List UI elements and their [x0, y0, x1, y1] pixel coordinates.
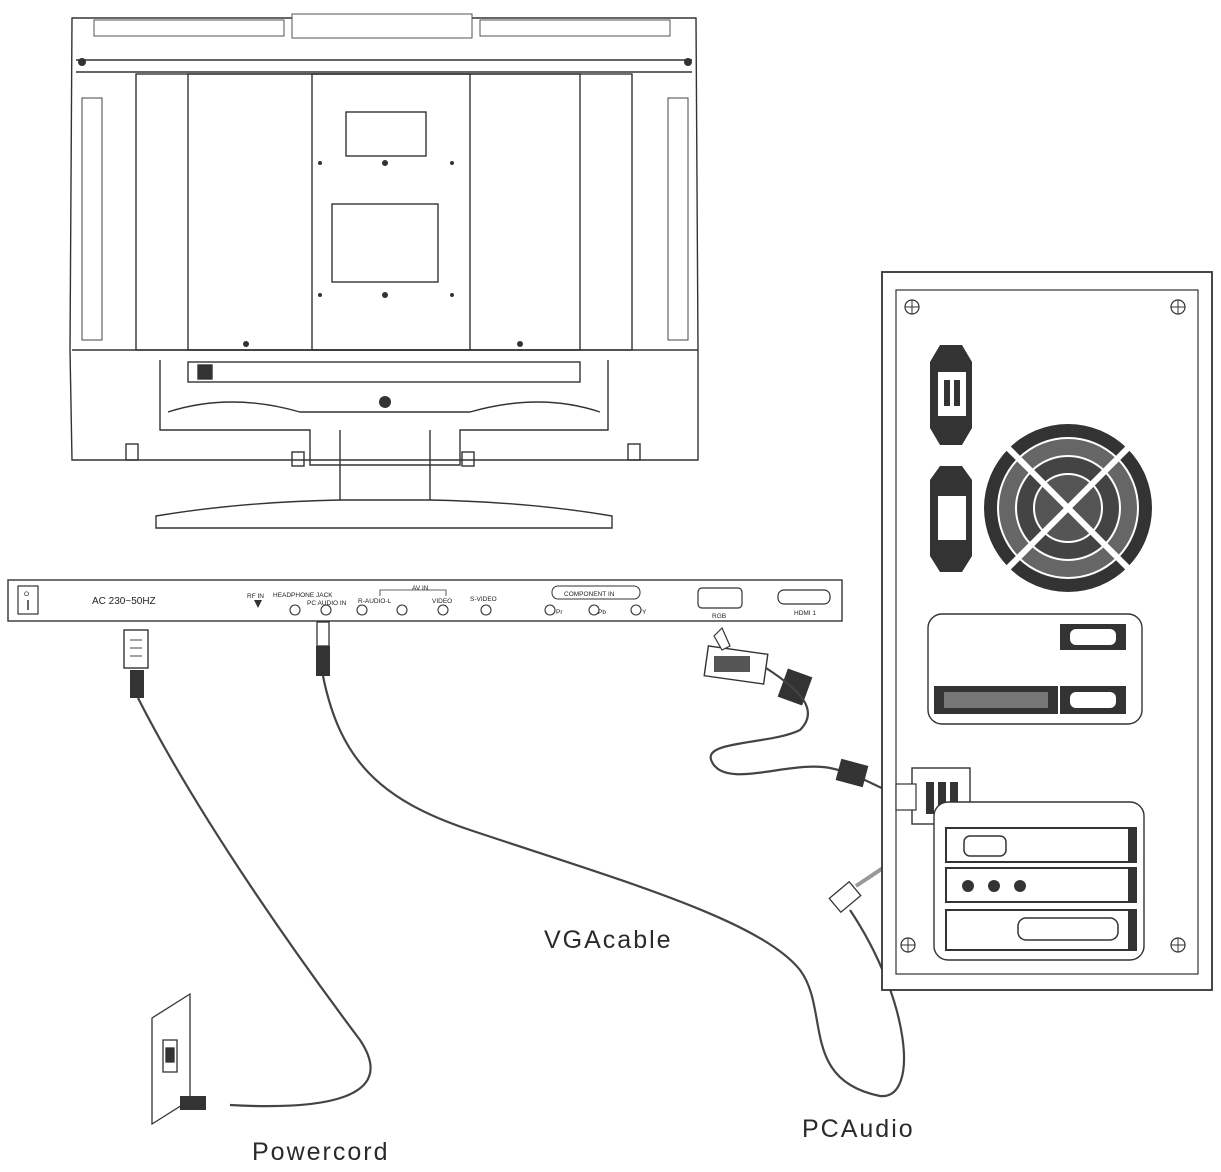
headphone-jack-label: HEADPHONE JACK [273, 592, 333, 599]
hdmi-port [777, 589, 831, 605]
y-label: Y [642, 609, 647, 616]
audio-r-port [356, 604, 368, 616]
av-in-label: AV IN [412, 585, 429, 592]
rf-in-label: RF IN [247, 593, 264, 600]
s-video-label: S-VIDEO [470, 596, 497, 603]
pb-label: Pb [598, 609, 606, 616]
vga-cable [703, 626, 901, 797]
rgb-port [697, 587, 743, 609]
video-label: VIDEO [432, 598, 452, 605]
psu-fan [984, 424, 1152, 592]
rgb-label: RGB [712, 613, 726, 620]
jack-panel: O AC 230~50HZ RF IN HEADPHONE JACK PC AU… [7, 579, 843, 622]
svg-text:O: O [24, 591, 29, 598]
audio-l-port [396, 604, 408, 616]
right-side-vent [667, 97, 689, 341]
pc-back-view [881, 271, 1213, 991]
power-cord [123, 629, 372, 1108]
pb-port [588, 604, 600, 616]
s-video-port [480, 604, 492, 616]
component-in-label: COMPONENT IN [564, 591, 615, 598]
hdmi-label: HDMI 1 [794, 610, 816, 617]
left-side-vent [81, 97, 103, 341]
pc-audio-cable [316, 621, 906, 1098]
pc-audio-in-label: PC AUDIO IN [307, 600, 347, 607]
ac-label: AC 230~50HZ [92, 596, 156, 607]
pr-port [544, 604, 556, 616]
pr-label: Pr [556, 609, 563, 616]
power-cord-label: Powercord [252, 1138, 390, 1166]
top-vent [93, 13, 671, 39]
y-port [630, 604, 642, 616]
r-audio-l-label: R-AUDIO-L [358, 598, 392, 605]
pc-audio-in-port [320, 604, 332, 616]
video-port [437, 604, 449, 616]
wall-outlet [151, 992, 206, 1126]
pc-audio-label: PCAudio [802, 1115, 915, 1143]
tv-back-view [69, 13, 699, 529]
headphone-jack-port [289, 604, 301, 616]
vga-cable-label: VGAcable [544, 926, 673, 954]
